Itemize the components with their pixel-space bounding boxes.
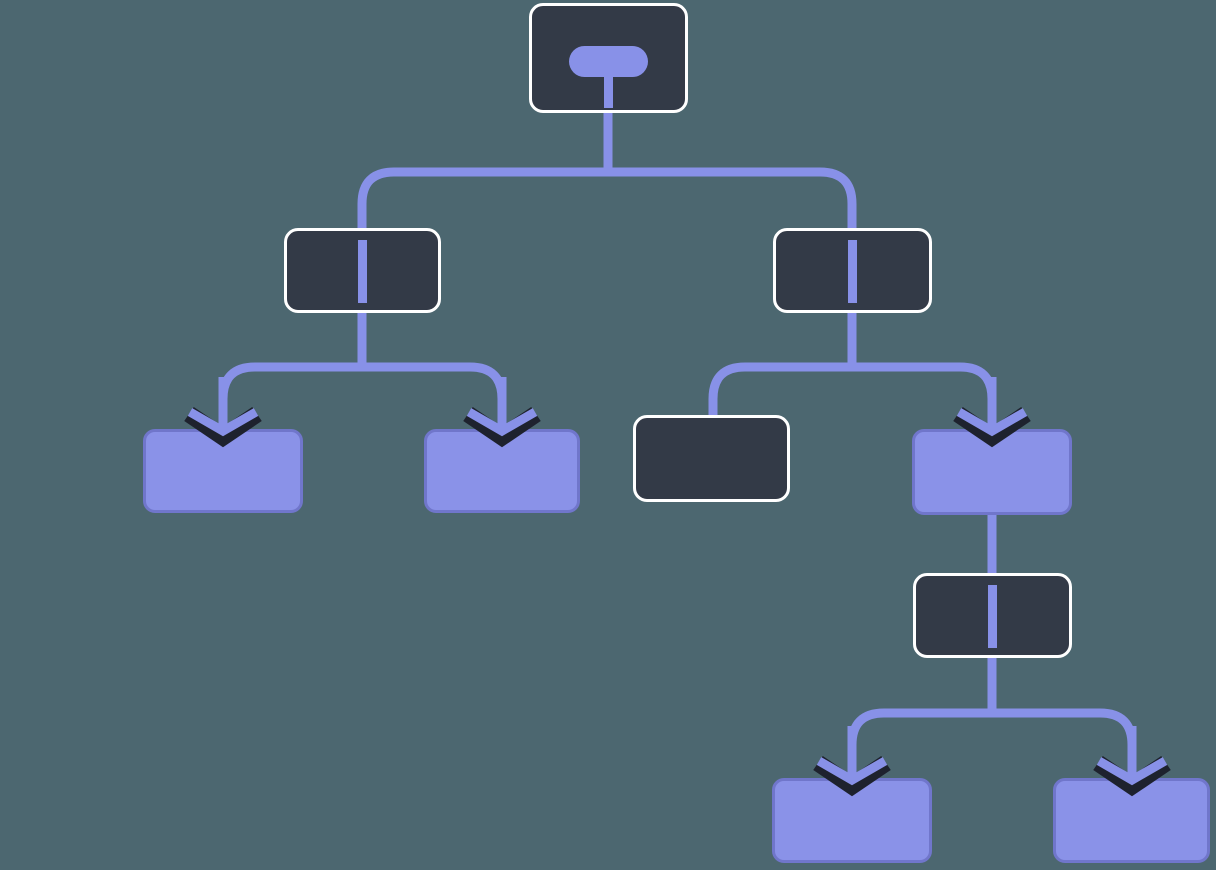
vertical-line-icon [988, 585, 997, 648]
root-node[interactable] [529, 3, 688, 113]
pill-stem-icon [604, 75, 613, 108]
leaf-node-3[interactable] [912, 429, 1072, 515]
double-chevron-arrow-icon [813, 726, 891, 797]
pill-icon [569, 46, 648, 77]
leaf-node-4[interactable] [772, 778, 932, 863]
double-chevron-arrow-icon [953, 377, 1031, 448]
branch-node-bottom[interactable] [913, 573, 1072, 658]
leaf-node-1[interactable] [143, 429, 303, 513]
double-chevron-arrow-icon [184, 377, 262, 448]
edge-rail-level5 [847, 708, 1137, 770]
leaf-node-2[interactable] [424, 429, 580, 513]
vertical-line-icon [848, 240, 857, 303]
edge-rail-level2 [357, 167, 857, 228]
vertical-line-icon [358, 240, 367, 303]
edge-rail-left-level3 [218, 362, 507, 420]
edge-rail-right-level3 [708, 362, 997, 420]
leaf-node-5[interactable] [1053, 778, 1210, 863]
branch-node-right[interactable] [773, 228, 932, 313]
double-chevron-arrow-icon [1093, 726, 1171, 797]
dark-leaf-node[interactable] [633, 415, 790, 502]
double-chevron-arrow-icon [463, 377, 541, 448]
branch-node-left[interactable] [284, 228, 441, 313]
